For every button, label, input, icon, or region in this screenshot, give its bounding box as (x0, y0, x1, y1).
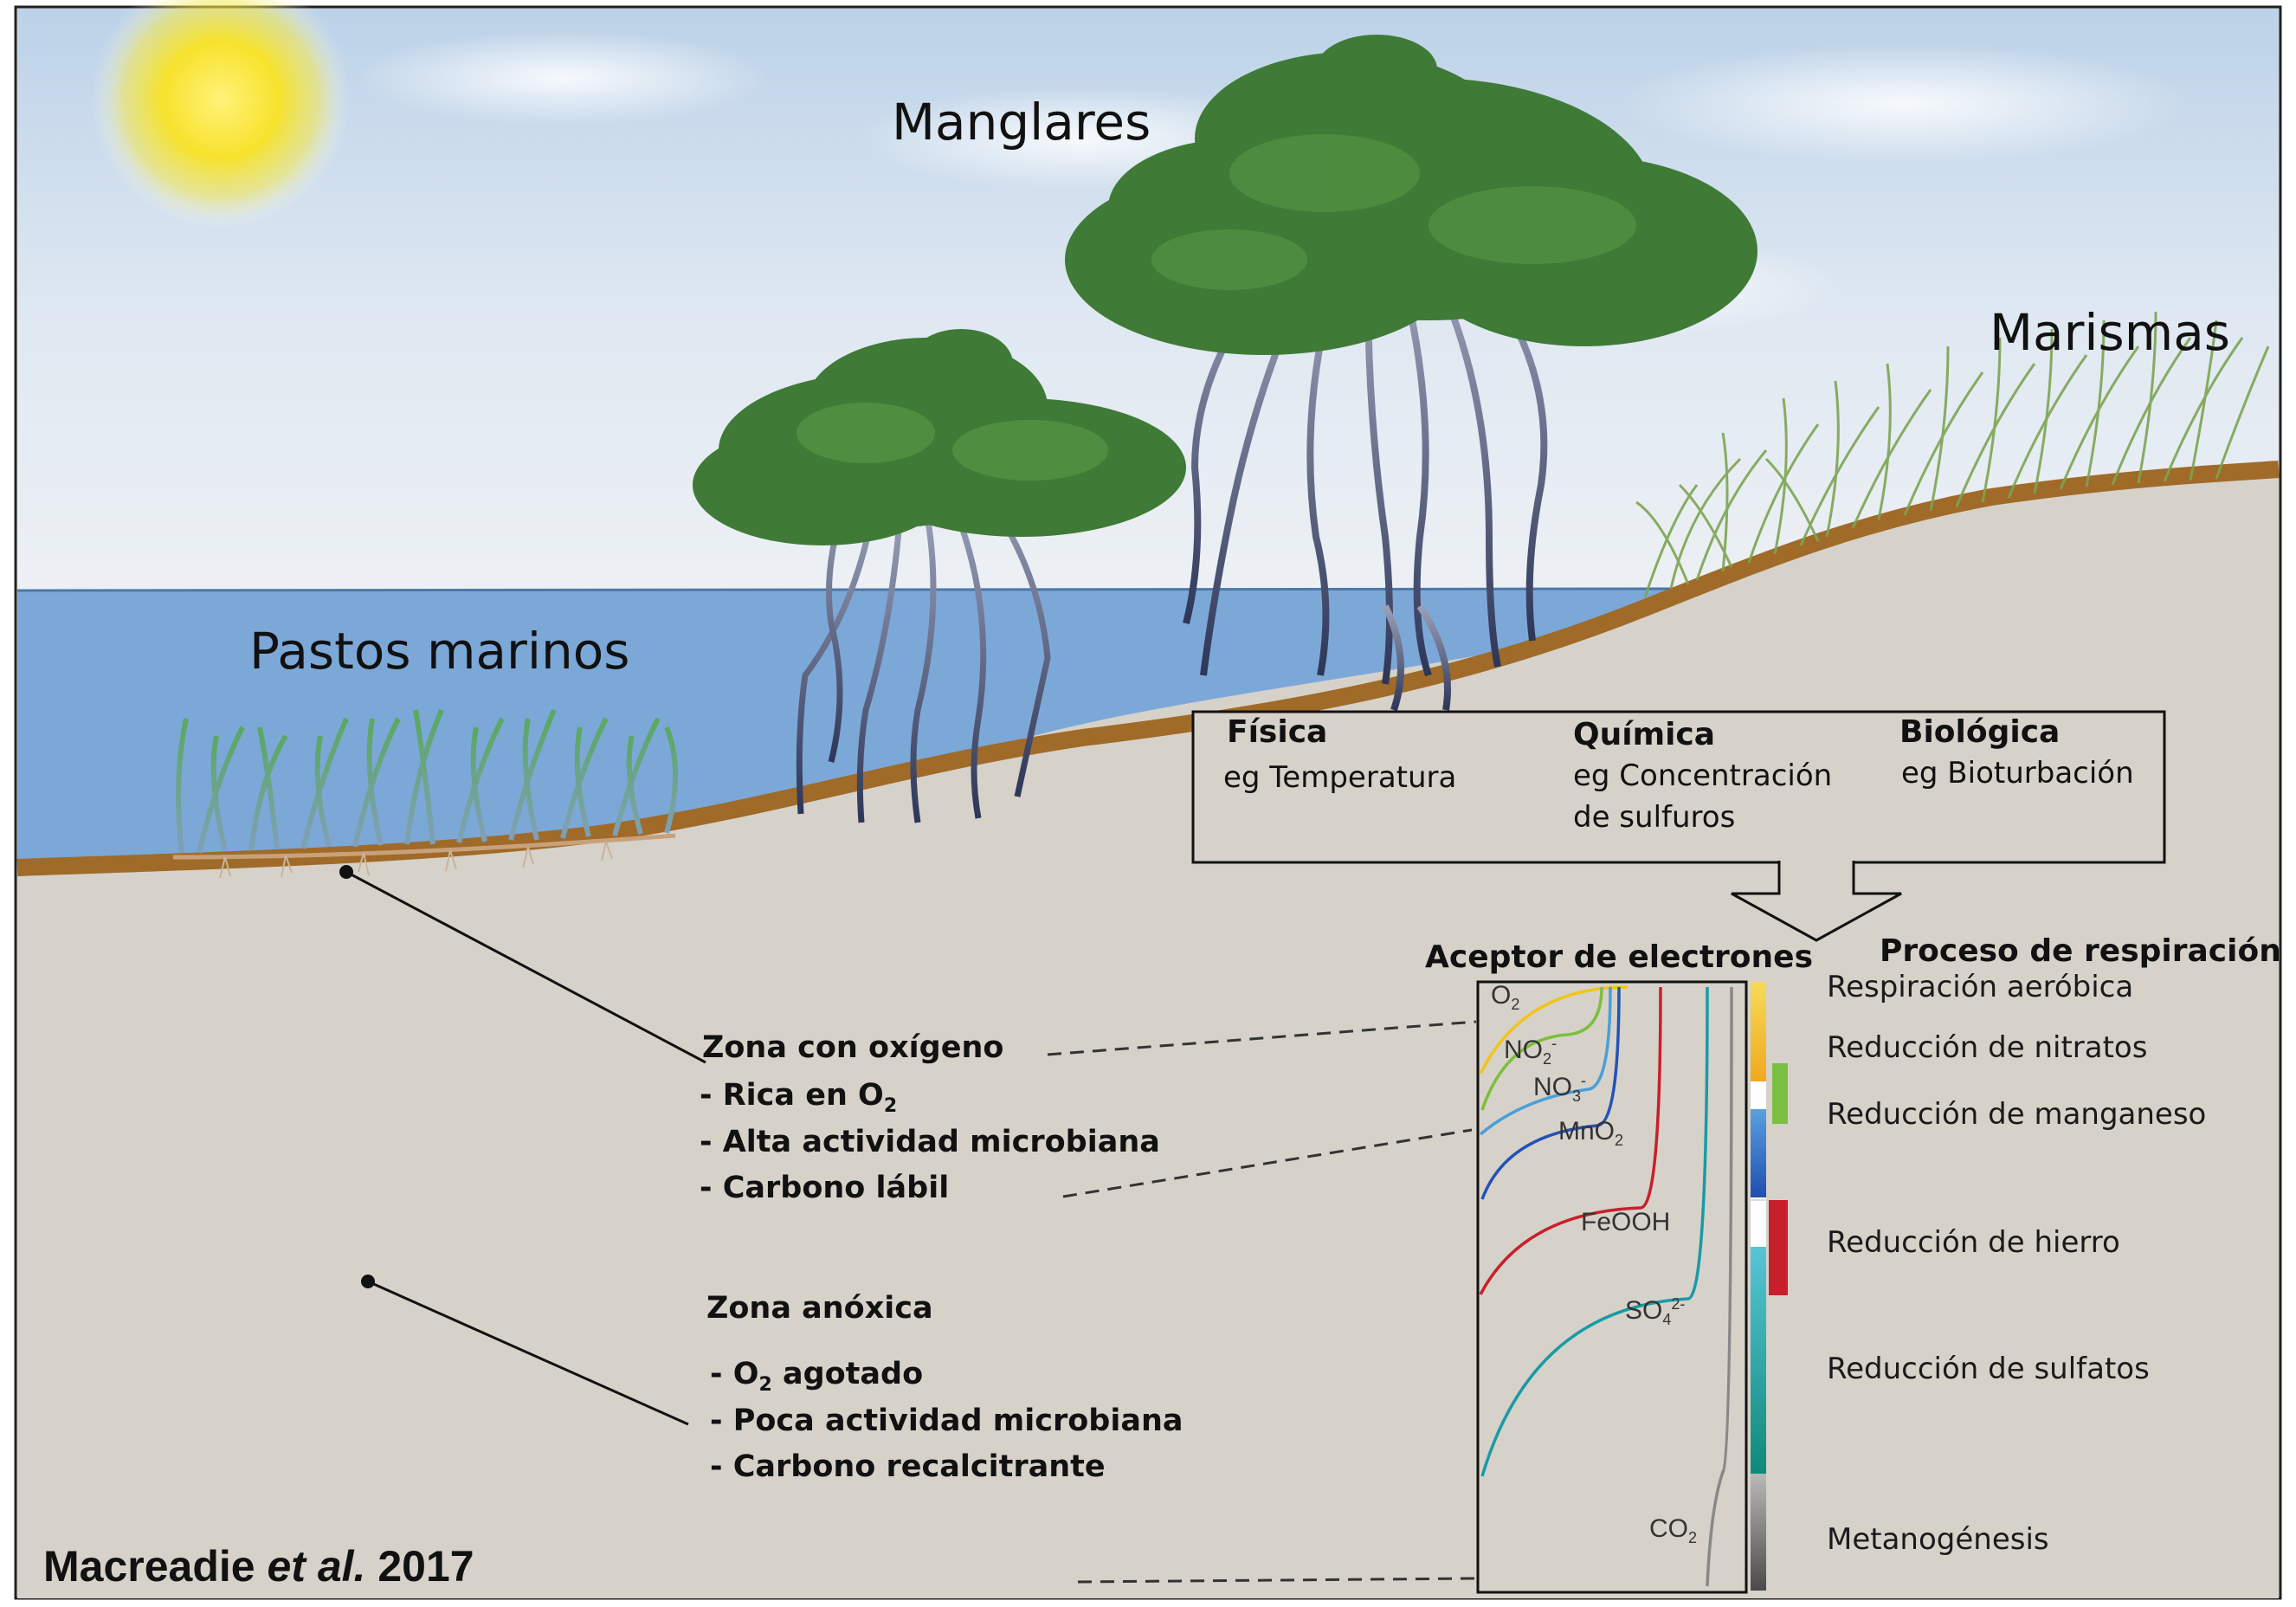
acceptor-profile-box (1476, 980, 1748, 1594)
factor-chemical-example: eg Concentración (1573, 758, 1833, 793)
process-column-title: Proceso de respiración (1880, 933, 2281, 969)
cloud (355, 30, 771, 126)
oxic-zone-item: - Carbono lábil (700, 1171, 950, 1205)
process-methanogenesis: Metanogénesis (1827, 1522, 2049, 1557)
small-mangrove (693, 329, 1186, 823)
process-sulfate: Reducción de sulfatos (1827, 1352, 2150, 1386)
mangroves-label: Manglares (892, 93, 1151, 152)
seagrass (176, 708, 678, 854)
factor-biological-example: eg Bioturbación (1901, 756, 2134, 791)
process-color-bar (1751, 982, 1788, 1591)
process-nitrate: Reducción de nitratos (1827, 1030, 2148, 1065)
down-arrow-icon (1731, 861, 1902, 942)
factor-physical-example: eg Temperatura (1223, 760, 1457, 795)
acceptor-co2-label: CO2 (1649, 1514, 1698, 1546)
oxic-zone-item: - Alta actividad microbiana (700, 1125, 1160, 1159)
acceptor-no3-label: NO3- (1533, 1072, 1587, 1105)
marsh-grass (1635, 311, 2270, 598)
saltmarsh-label: Marismas (1990, 303, 2231, 362)
acceptor-o2-label: O2 (1491, 981, 1520, 1013)
seagrass-roots (219, 841, 613, 879)
anoxic-zone-item: - O2 agotado (710, 1357, 924, 1396)
acceptor-feooh-label: FeOOH (1581, 1208, 1671, 1236)
process-iron: Reducción de hierro (1827, 1225, 2120, 1260)
process-manganese: Reducción de manganeso (1827, 1097, 2207, 1132)
factor-biological-title: Biológica (1899, 714, 2061, 750)
anoxic-zone-title: Zona anóxica (706, 1291, 933, 1326)
oxic-zone-title: Zona con oxígeno (702, 1030, 1004, 1065)
zone-pointers (339, 865, 706, 1426)
acceptor-no2-label: NO2- (1504, 1035, 1558, 1068)
factor-chemical-example-2: de sulfuros (1573, 800, 1736, 835)
anoxic-zone-item: - Poca actividad microbiana (710, 1404, 1183, 1438)
factor-physical-title: Física (1227, 714, 1328, 750)
large-mangrove (1065, 35, 1757, 712)
anoxic-zone-item: - Carbono recalcitrante (710, 1449, 1106, 1484)
citation: Macreadie et al. 2017 (43, 1542, 474, 1591)
dashed-connectors (1047, 1020, 1477, 1584)
water (17, 589, 1693, 866)
acceptor-so4-label: SO42- (1625, 1295, 1686, 1328)
acceptor-column-title: Aceptor de electrones (1425, 939, 1814, 975)
acceptor-curves (1479, 985, 1733, 1587)
process-aerobic: Respiración aeróbica (1827, 970, 2134, 1004)
cloud (1619, 43, 2190, 165)
seagrass-label: Pastos marinos (249, 622, 630, 681)
acceptor-mno2-label: MnO2 (1558, 1117, 1624, 1149)
factor-chemical-title: Química (1573, 717, 1716, 752)
oxic-zone-item: - Rica en O2 (700, 1078, 898, 1117)
sun-icon (91, 0, 351, 229)
factors-box (1191, 710, 2166, 864)
